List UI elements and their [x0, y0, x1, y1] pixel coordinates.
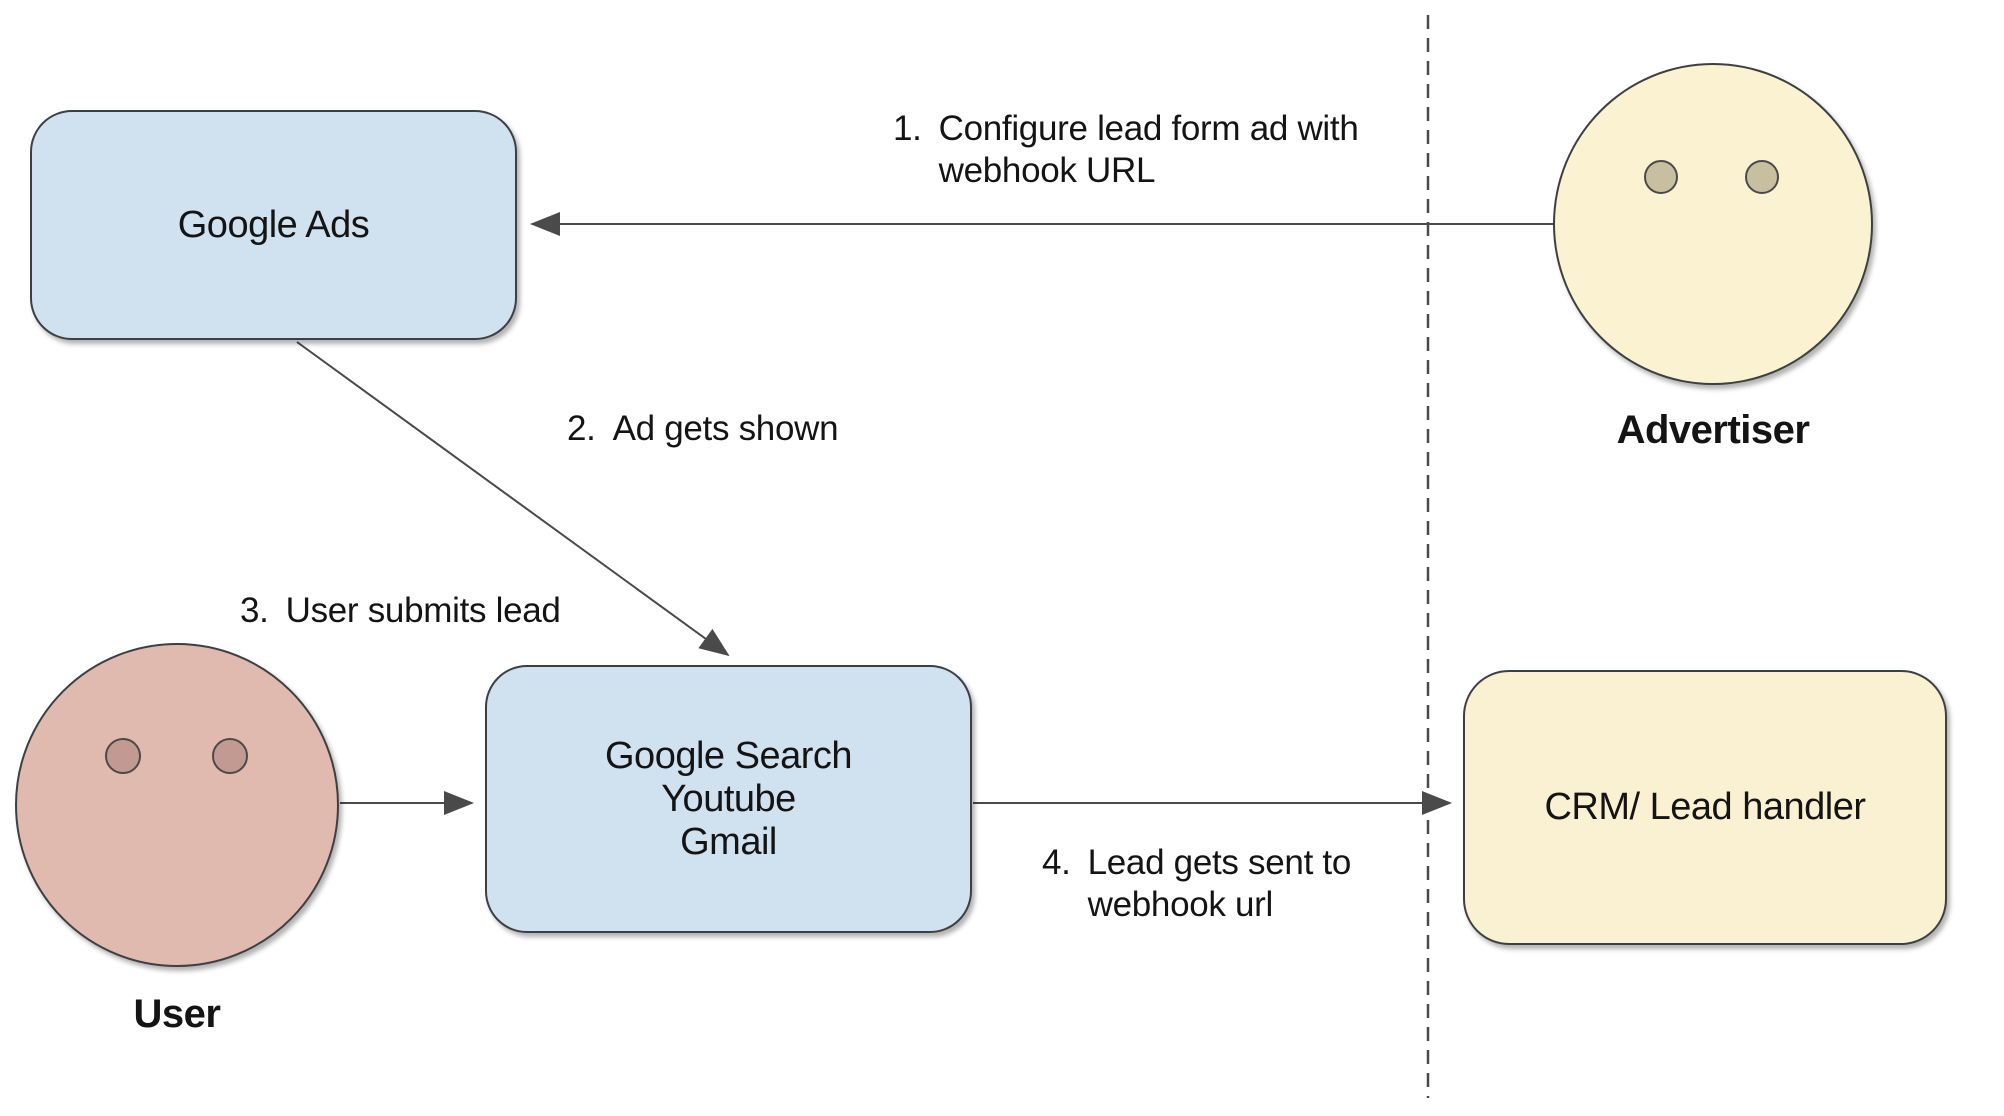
crm-label: CRM/ Lead handler	[1544, 786, 1866, 828]
platforms-node: Google Search Youtube Gmail	[485, 665, 972, 933]
step-4-label: 4. Lead gets sent to webhook url	[1042, 842, 1351, 926]
crm-node: CRM/ Lead handler	[1463, 670, 1947, 945]
user-label: User	[133, 992, 221, 1036]
platforms-label-line2: Youtube	[661, 777, 796, 820]
step-2-number: 2.	[567, 409, 596, 448]
user-right-eye-icon	[212, 738, 248, 774]
advertiser-label: Advertiser	[1616, 408, 1810, 452]
step-1-line-1: Configure lead form ad with	[938, 109, 1359, 148]
google-ads-node: Google Ads	[30, 110, 517, 340]
step-1-number: 1.	[893, 109, 922, 148]
google-ads-label: Google Ads	[177, 203, 370, 246]
step-3-label: 3. User submits lead	[240, 590, 561, 632]
user-smiley-icon	[15, 643, 339, 967]
step-2-label: 2. Ad gets shown	[567, 408, 839, 450]
advertiser-right-eye-icon	[1745, 160, 1779, 194]
advertiser-left-eye-icon	[1644, 160, 1678, 194]
step-1-label: 1. Configure lead form ad with webhook U…	[893, 108, 1359, 192]
user-left-eye-icon	[105, 738, 141, 774]
step-3-number: 3.	[240, 591, 269, 630]
step-4-number: 4.	[1042, 843, 1071, 882]
step-3-line-1: User submits lead	[285, 591, 561, 630]
step-1-line-2: webhook URL	[938, 151, 1156, 190]
advertiser-smiley-icon	[1553, 63, 1873, 385]
platforms-label-line3: Gmail	[680, 820, 777, 863]
step-2-line-1: Ad gets shown	[612, 409, 839, 448]
step-4-line-2: webhook url	[1087, 885, 1274, 924]
platforms-label-line1: Google Search	[605, 734, 853, 777]
step-4-line-1: Lead gets sent to	[1087, 843, 1352, 882]
